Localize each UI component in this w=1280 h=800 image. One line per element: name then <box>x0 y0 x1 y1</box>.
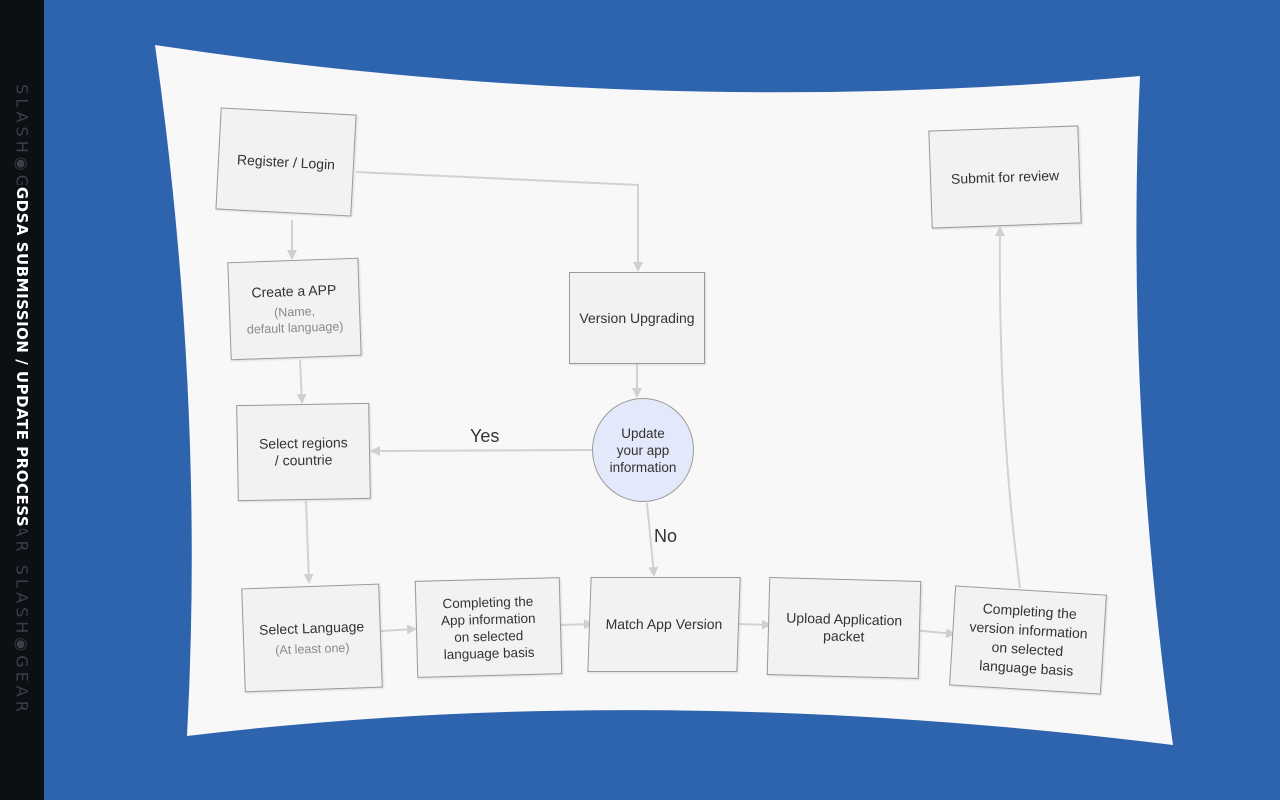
select-regions-node: Select regions / countrie <box>236 402 371 502</box>
update-info-decision: Update your app information <box>592 398 694 502</box>
arrow-register-to-version <box>355 171 643 272</box>
submit-review-node: Submit for review <box>928 125 1082 229</box>
completing-app-info-node: Completing the App information on select… <box>414 577 563 678</box>
upload-packet-node: Upload Application packet <box>766 577 922 679</box>
completing-app-info-line-4: language basis <box>443 644 535 662</box>
select-regions-line-1: Select regions <box>258 434 348 452</box>
arrow-decision-no <box>646 502 659 577</box>
decision-line-3: information <box>609 459 677 475</box>
arrow-completing-to-match <box>558 619 594 630</box>
select-language-node: Select Language (At least one) <box>241 583 383 693</box>
arrow-language-to-completing <box>380 624 417 635</box>
match-app-version-label: Match App Version <box>605 616 723 632</box>
completing-app-info-line-3: on selected <box>454 627 524 645</box>
select-language-sub: (At least one) <box>274 640 350 657</box>
select-regions-line-2: / countrie <box>274 451 333 469</box>
register-login-node: Register / Login <box>215 107 357 217</box>
select-language-label: Select Language <box>258 617 365 638</box>
arrow-decision-yes <box>370 445 593 456</box>
paper-sheet <box>155 45 1173 745</box>
register-login-label: Register / Login <box>236 150 336 173</box>
version-upgrading-node: Version Upgrading <box>569 272 705 364</box>
match-app-version-node: Match App Version <box>587 577 741 672</box>
side-strip: SLASH◉GEAR SLASH◉GEAR SLASH◉GEAR SLASH◉G… <box>0 0 44 800</box>
create-app-sub-line-2: default language) <box>246 318 344 337</box>
decision-line-2: your app <box>616 442 670 458</box>
arrow-match-to-upload <box>737 619 772 630</box>
submit-review-label: Submit for review <box>950 166 1060 187</box>
arrow-regions-to-language <box>303 500 314 584</box>
decision-line-1: Update <box>621 425 665 441</box>
no-label: No <box>654 526 678 546</box>
upload-packet-line-1: Upload Application <box>786 609 903 629</box>
version-upgrading-label: Version Upgrading <box>579 309 695 326</box>
completing-version-info-node: Completing the version information on se… <box>949 585 1107 695</box>
arrow-create-to-regions <box>296 359 307 404</box>
arrow-version-info-to-submit <box>994 226 1021 589</box>
yes-label: Yes <box>470 426 500 446</box>
create-app-label: Create a APP <box>251 281 337 300</box>
upload-packet-line-2: packet <box>822 627 865 645</box>
create-app-node: Create a APP (Name, default language) <box>227 257 362 361</box>
